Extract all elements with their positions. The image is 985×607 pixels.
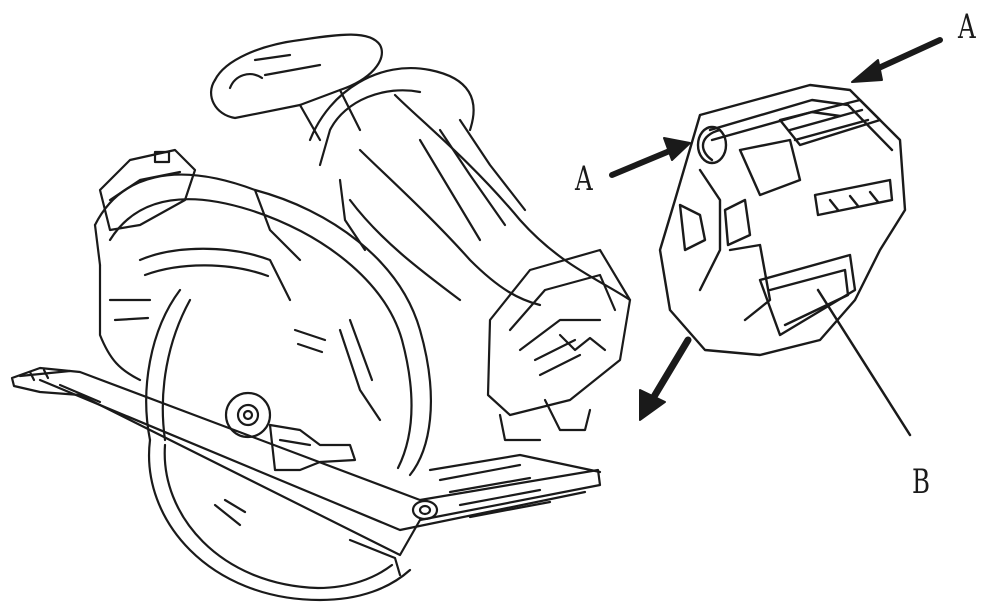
blade-arbor xyxy=(224,391,357,472)
saw-blade xyxy=(145,288,412,602)
top-handle xyxy=(209,33,383,142)
label-a-left: A xyxy=(575,159,593,199)
base-plate xyxy=(10,366,602,577)
label-b: B xyxy=(912,462,930,502)
battery-pack xyxy=(658,83,907,357)
arrow-removal xyxy=(639,336,692,421)
rear-housing xyxy=(98,148,197,232)
circular-saw xyxy=(10,33,632,602)
arrow-a-top xyxy=(851,37,943,83)
motor-housing xyxy=(308,67,632,307)
label-a-top: A xyxy=(958,7,976,47)
arrow-a-left xyxy=(609,137,691,178)
battery-mount xyxy=(486,248,632,442)
leader-line-b xyxy=(816,288,912,437)
blade-guard xyxy=(93,173,433,477)
